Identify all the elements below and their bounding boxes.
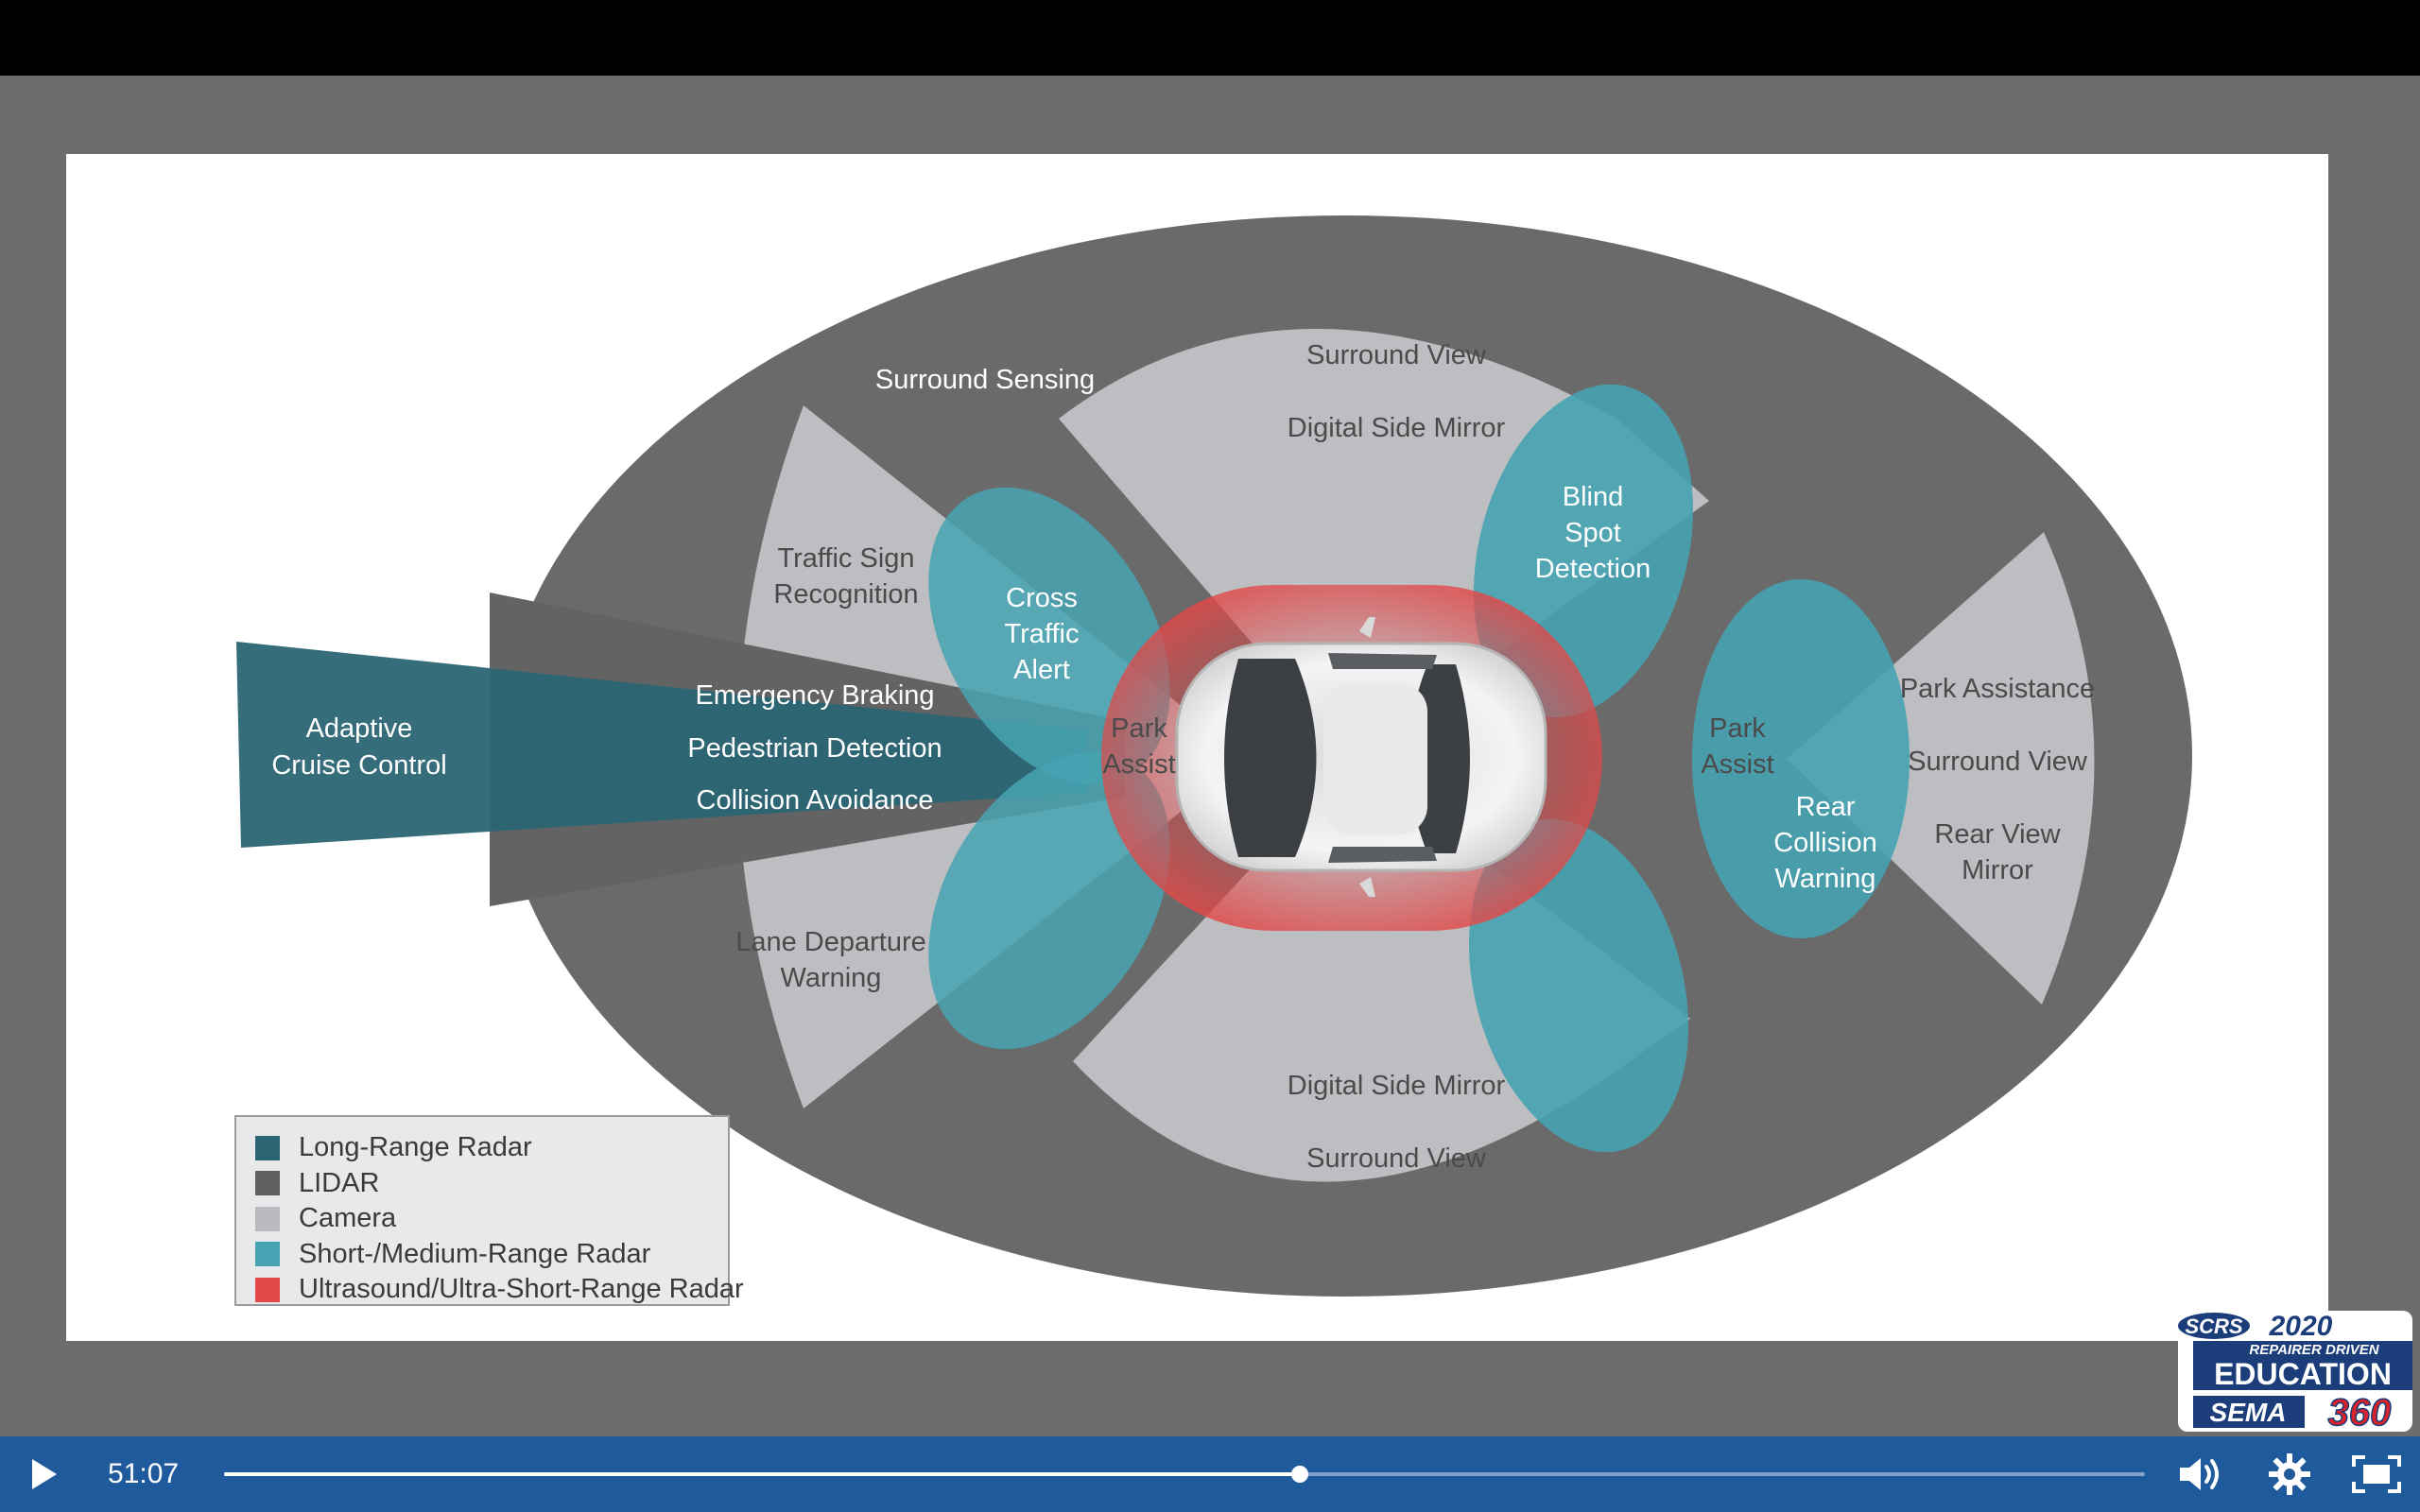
logo-sema-text: SEMA	[2210, 1398, 2287, 1427]
legend-swatch	[255, 1135, 280, 1160]
volume-icon[interactable]	[2176, 1453, 2223, 1495]
legend-swatch	[255, 1206, 280, 1231]
label-collision-avoidance: Collision Avoidance	[697, 785, 934, 816]
car-top-view	[1175, 617, 1547, 897]
camera-zone-rear	[1787, 532, 2095, 1005]
label-surround-view-top: Surround View	[1306, 340, 1487, 370]
current-time: 51:07	[108, 1458, 180, 1489]
label-adaptive-cruise-2: Cruise Control	[271, 750, 446, 781]
label-surround-view-right: Surround View	[1908, 747, 2088, 777]
legend-label: Long-Range Radar	[299, 1132, 532, 1163]
label-park-assist-rear-2: Assist	[1701, 749, 1773, 780]
label-digital-side-mirror-top: Digital Side Mirror	[1288, 413, 1506, 443]
legend-swatch	[255, 1171, 280, 1196]
slide-frame: Surround Sensing Surround View Digital S…	[66, 154, 2328, 1341]
legend-swatch	[255, 1242, 280, 1267]
label-rear-collision-3: Warning	[1775, 864, 1876, 894]
logo-education-text: EDUCATION	[2214, 1357, 2392, 1391]
adas-sensor-diagram: Surround Sensing Surround View Digital S…	[236, 215, 2192, 1297]
legend-label: LIDAR	[299, 1167, 380, 1198]
legend-label: Short-/Medium-Range Radar	[299, 1238, 651, 1269]
label-blind-spot-3: Detection	[1535, 554, 1651, 584]
label-park-assist-front-2: Assist	[1102, 749, 1175, 780]
radar-lobe-front-bottom	[928, 751, 1170, 1050]
radar-lobe-rear	[1692, 579, 1910, 938]
logo-year-text: 2020	[2269, 1311, 2333, 1342]
legend-label: Camera	[299, 1203, 397, 1234]
progress-fill	[224, 1472, 1300, 1476]
legend-item-short-medium-radar: Short-/Medium-Range Radar	[255, 1237, 728, 1273]
legend-label: Ultrasound/Ultra-Short-Range Radar	[299, 1274, 744, 1305]
label-park-assistance: Park Assistance	[1900, 674, 2095, 704]
fullscreen-icon[interactable]	[2350, 1453, 2403, 1495]
label-rear-view-mirror-2: Mirror	[1962, 855, 2033, 885]
label-digital-side-mirror-bottom: Digital Side Mirror	[1288, 1071, 1506, 1101]
label-pedestrian-detection: Pedestrian Detection	[687, 733, 942, 764]
label-cross-traffic-3: Alert	[1013, 655, 1070, 685]
label-blind-spot-2: Spot	[1564, 518, 1621, 548]
label-lane-departure-1: Lane Departure	[735, 927, 926, 957]
label-blind-spot-1: Blind	[1563, 482, 1624, 512]
label-rear-collision-2: Collision	[1773, 828, 1877, 858]
logo-scrs-text: SCRS	[2185, 1314, 2242, 1338]
label-rear-collision-1: Rear	[1796, 792, 1856, 822]
label-traffic-sign-2: Recognition	[773, 579, 918, 610]
logo-repairer-text: REPAIRER DRIVEN	[2249, 1342, 2379, 1358]
legend-item-long-range-radar: Long-Range Radar	[255, 1130, 728, 1166]
progress-bar[interactable]	[224, 1466, 2145, 1483]
legend-item-lidar: LIDAR	[255, 1166, 728, 1202]
label-park-assist-front-1: Park	[1111, 713, 1167, 744]
logo-360-text: 360	[2328, 1392, 2392, 1434]
label-cross-traffic-1: Cross	[1006, 583, 1078, 613]
letterbox-top	[0, 0, 2420, 76]
label-rear-view-mirror-1: Rear View	[1934, 819, 2061, 850]
legend-item-camera: Camera	[255, 1201, 728, 1237]
settings-gear-icon[interactable]	[2267, 1452, 2312, 1497]
label-traffic-sign-1: Traffic Sign	[777, 543, 914, 574]
legend-swatch	[255, 1277, 280, 1302]
label-surround-sensing: Surround Sensing	[875, 365, 1095, 395]
legend-item-ultrasound: Ultrasound/Ultra-Short-Range Radar	[255, 1272, 744, 1308]
label-cross-traffic-2: Traffic	[1005, 619, 1080, 649]
label-park-assist-rear-1: Park	[1709, 713, 1766, 744]
scrs-sema360-logo: SCRS 2020 REPAIRER DRIVEN EDUCATION SEMA…	[2178, 1311, 2412, 1434]
label-lane-departure-2: Warning	[781, 963, 882, 993]
play-icon[interactable]	[25, 1455, 62, 1493]
label-surround-view-bottom: Surround View	[1306, 1143, 1487, 1174]
label-adaptive-cruise-1: Adaptive	[306, 713, 413, 744]
long-range-radar-beam	[236, 642, 1087, 848]
label-emergency-braking: Emergency Braking	[695, 680, 934, 711]
legend: Long-Range Radar LIDAR Camera Short-/Med…	[234, 1115, 744, 1308]
video-controls-bar: 51:07	[0, 1436, 2420, 1512]
progress-scrubber[interactable]	[1290, 1466, 1308, 1483]
